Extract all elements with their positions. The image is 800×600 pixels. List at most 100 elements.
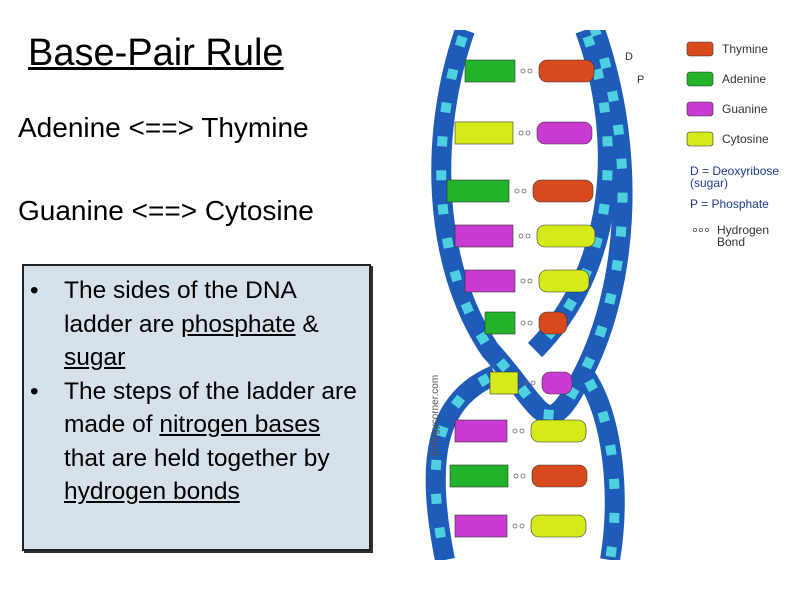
legend-item-adenine: Adenine: [686, 71, 766, 87]
cytosine-swatch: [686, 131, 714, 147]
base-pair-rung: [464, 269, 590, 293]
hydrogen-bond: [530, 380, 536, 386]
legend-item-thymine: Thymine: [686, 41, 768, 57]
base-guanine: [454, 419, 508, 443]
phosphate-marker: [446, 68, 459, 81]
phosphate-marker: [451, 394, 466, 409]
guanine-swatch: [686, 101, 714, 117]
label-p: P: [637, 74, 644, 86]
cytosine-label: Cytosine: [722, 132, 769, 146]
phosphate-marker: [599, 57, 612, 70]
hydrogen-bond: [513, 473, 519, 479]
base-cytosine: [489, 371, 519, 395]
phosphate-marker: [430, 459, 442, 471]
base-guanine: [454, 514, 508, 538]
base-pair-rung: [484, 311, 568, 335]
phosphate-marker: [598, 101, 610, 114]
base-pair-rung: [454, 121, 593, 145]
hydrogen-bond: [520, 278, 526, 284]
hydrogen-bond-icon: [692, 227, 709, 232]
backbone-strand: [425, 365, 500, 560]
base-guanine: [536, 121, 593, 145]
phosphate-marker: [612, 124, 625, 136]
phosphate-marker: [454, 35, 468, 48]
base-cytosine: [530, 514, 587, 538]
phosphate-marker: [441, 237, 454, 249]
hydrogen-bond: [520, 68, 526, 74]
base-thymine: [538, 311, 568, 335]
hydrogen-bond: [525, 130, 531, 136]
watermark: biologycorner.com: [430, 374, 441, 456]
phosphate-marker: [436, 170, 447, 181]
phosphate-marker: [563, 297, 577, 312]
hydrogen-bond: [521, 188, 527, 194]
base-pair-rung: [446, 179, 594, 203]
phosphate-marker: [460, 301, 474, 315]
phosphate-marker: [440, 101, 452, 114]
base-pair-adenine-thymine: Adenine <==> Thymine: [18, 112, 309, 143]
base-cytosine: [530, 419, 587, 443]
base-adenine: [449, 464, 509, 488]
phosphate-marker: [616, 158, 627, 169]
phosphate-marker: [605, 444, 617, 456]
phosphate-marker: [449, 269, 463, 283]
note-item-steps: •The steps of the ladder are made of nit…: [24, 375, 369, 509]
phosphate-marker: [475, 331, 490, 346]
base-guanine: [454, 224, 514, 248]
label-d: D: [625, 51, 633, 63]
base-guanine: [541, 371, 573, 395]
backbone-strand: [576, 369, 625, 560]
base-cytosine: [454, 121, 514, 145]
base-adenine: [446, 179, 510, 203]
base-guanine: [464, 269, 516, 293]
hydrogen-bond: [519, 523, 525, 529]
base-thymine: [532, 179, 594, 203]
backbone-strand: [431, 30, 633, 425]
guanine-label: Guanine: [722, 102, 768, 116]
key-phosphate: P = Phosphate: [690, 197, 769, 211]
phosphate-marker: [581, 356, 596, 370]
phosphate-marker: [609, 512, 620, 524]
hydrogen-bond: [520, 320, 526, 326]
phosphate-marker: [496, 358, 511, 373]
phosphate-marker: [598, 203, 610, 215]
base-adenine: [464, 59, 516, 83]
phosphate-marker: [617, 192, 628, 203]
phosphate-marker: [611, 259, 623, 272]
phosphate-marker: [592, 68, 605, 81]
hydrogen-bond: [527, 278, 533, 284]
phosphate-marker: [517, 384, 532, 399]
term-phosphate: phosphate: [181, 310, 296, 338]
note-item-sides: •The sides of the DNA ladder are phospha…: [24, 274, 369, 375]
bullet: •: [30, 277, 39, 304]
base-pair-rung: [454, 514, 587, 538]
notes-box: •The sides of the DNA ladder are phospha…: [22, 264, 371, 551]
key-sugar: (sugar): [690, 176, 728, 190]
term-hydrogen-bonds: hydrogen bonds: [64, 478, 240, 505]
phosphate-marker: [435, 425, 449, 438]
base-cytosine: [538, 269, 590, 293]
base-pair-rung: [449, 464, 588, 488]
phosphate-marker: [615, 226, 627, 237]
phosphate-marker: [602, 170, 613, 181]
base-pair-rung: [464, 59, 595, 83]
thymine-swatch: [686, 41, 714, 57]
dna-base-pairs: [446, 59, 596, 538]
phosphate-marker: [605, 546, 617, 558]
hydrogen-bond: [527, 320, 533, 326]
phosphate-marker: [436, 136, 448, 147]
hydrogen-bond: [514, 188, 520, 194]
term-sugar: sugar: [64, 344, 126, 371]
key-bond: Bond: [717, 235, 745, 249]
phosphate-marker: [597, 410, 610, 424]
base-pair-guanine-cytosine: Guanine <==> Cytosine: [18, 195, 314, 226]
hydrogen-bond: [512, 523, 518, 529]
phosphate-marker: [434, 526, 446, 539]
term-nitrogen-bases: nitrogen bases: [159, 411, 321, 438]
base-pair-rung: [454, 419, 587, 443]
phosphate-marker: [594, 325, 608, 338]
key-deoxyribose: D = Deoxyribose: [690, 164, 779, 178]
hydrogen-bond: [527, 68, 533, 74]
phosphate-marker: [437, 203, 449, 215]
